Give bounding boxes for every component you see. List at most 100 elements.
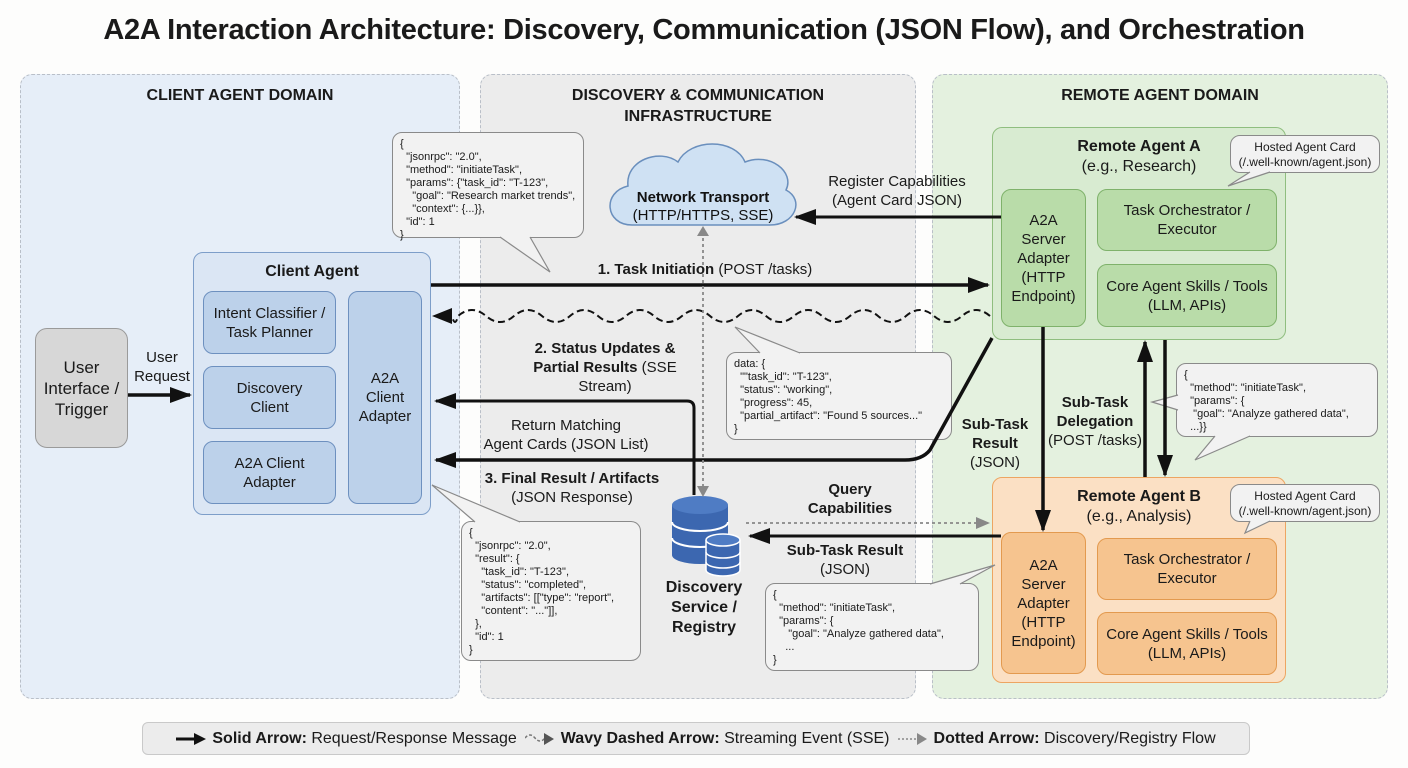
remote-b-skills-line1: Core Agent Skills / Tools — [1106, 625, 1268, 643]
remote-b-skills-line2: (LLM, APIs) — [1147, 644, 1227, 662]
user-interface-line3: Trigger — [54, 399, 109, 419]
final-result-label: 3. Final Result / Artifacts (JSON Respon… — [462, 469, 682, 507]
remote-b-adapter-line1: A2A — [1029, 556, 1058, 574]
remote-b-orchestrator[interactable]: Task Orchestrator / Executor — [1097, 538, 1277, 600]
delegation-line1: Sub-Task — [1061, 394, 1129, 411]
infra-domain-title-line2: INFRASTRUCTURE — [624, 108, 772, 125]
json-subtask-request-bubble: { "method": "initiateTask", "params": { … — [765, 583, 979, 671]
remote-a-card-line1: Hosted Agent Card — [1254, 140, 1356, 154]
subtask-side-line3: (JSON) — [970, 454, 1020, 471]
query-line1: Query — [828, 481, 872, 498]
register-capabilities-label: Register Capabilities (Agent Card JSON) — [812, 172, 982, 210]
query-capabilities-label: Query Capabilities — [780, 480, 920, 518]
status-line2-bold: Partial Results — [533, 359, 638, 376]
remote-agent-a-title-text: Remote Agent A — [1077, 138, 1201, 155]
a2a-client-adapter-small-line1: A2A Client — [234, 454, 305, 472]
a2a-client-adapter-line3: Adapter — [358, 408, 412, 425]
subtask-side-line2: Result — [972, 435, 1018, 452]
remote-b-skills[interactable]: Core Agent Skills / Tools (LLM, APIs) — [1097, 612, 1277, 675]
remote-a-agent-card-bubble: Hosted Agent Card (/.well-known/agent.js… — [1230, 135, 1380, 173]
delegation-line3: (POST /tasks) — [1048, 432, 1142, 449]
status-line2-rest: (SSE — [637, 359, 677, 376]
legend-solid-desc: Request/Response Message — [311, 729, 517, 747]
discovery-service-line3: Registry — [671, 619, 737, 636]
remote-a-adapter-line3: Adapter — [1017, 249, 1070, 267]
subtask-side-line1: Sub-Task — [961, 416, 1029, 433]
remote-a-orchestrator[interactable]: Task Orchestrator / Executor — [1097, 189, 1277, 251]
diagram-title: A2A Interaction Architecture: Discovery,… — [103, 14, 1305, 46]
subtask-result-bottom-rest: (JSON) — [820, 561, 870, 578]
subtask-result-bottom-label: Sub-Task Result (JSON) — [770, 541, 920, 579]
legend-dotted: Dotted Arrow: Discovery/Registry Flow — [897, 729, 1216, 748]
final-result-rest: (JSON Response) — [511, 489, 633, 506]
user-request-label: User Request — [132, 348, 192, 386]
wavy-arrow-icon — [524, 732, 554, 745]
remote-a-adapter-line1: A2A — [1029, 211, 1058, 229]
discovery-service-line2: Service / — [671, 599, 737, 616]
return-cards-line2: Agent Cards (JSON List) — [483, 436, 649, 453]
legend-solid: Solid Arrow: Request/Response Message — [176, 729, 517, 748]
remote-a-card-line2: (/.well-known/agent.json) — [1238, 155, 1372, 169]
legend-solid-label: Solid Arrow: — [212, 729, 307, 747]
delegation-line2: Delegation — [1056, 413, 1134, 430]
remote-b-adapter-line5: Endpoint) — [1011, 632, 1076, 650]
solid-arrow-icon — [176, 732, 207, 745]
subtask-delegation-label: Sub-Task Delegation (POST /tasks) — [1040, 393, 1150, 450]
user-interface-line1: User — [63, 357, 100, 377]
infra-domain-title: DISCOVERY & COMMUNICATION INFRASTRUCTURE — [481, 85, 915, 127]
status-line1: 2. Status Updates & — [534, 340, 676, 357]
intent-classifier-line1: Intent Classifier / — [213, 304, 326, 322]
intent-classifier-line2: Task Planner — [226, 323, 313, 341]
remote-b-agent-card-bubble: Hosted Agent Card (/.well-known/agent.js… — [1230, 484, 1380, 522]
remote-b-adapter-line4: (HTTP — [1021, 613, 1066, 631]
return-cards-line1: Return Matching — [510, 417, 622, 434]
remote-b-card-line2: (/.well-known/agent.json) — [1238, 504, 1372, 518]
remote-a-adapter-line4: (HTTP — [1021, 268, 1066, 286]
discovery-client-line2: Client — [250, 398, 289, 416]
subtask-result-side-label: Sub-Task Result (JSON) — [950, 415, 1040, 472]
legend-wavy-label: Wavy Dashed Arrow: — [560, 729, 720, 747]
remote-a-adapter-line5: Endpoint) — [1011, 287, 1076, 305]
json-delegation-request-bubble: { "method": "initiateTask", "params": { … — [1176, 363, 1378, 437]
remote-agent-a-subtitle: (e.g., Research) — [1081, 158, 1197, 175]
remote-b-adapter-line3: Adapter — [1017, 594, 1070, 612]
infra-domain-title-line1: DISCOVERY & COMMUNICATION — [571, 87, 825, 104]
json-sse-event-bubble: data: { ""task_id": "T-123", "status": "… — [726, 352, 952, 440]
remote-domain-title: REMOTE AGENT DOMAIN — [1061, 87, 1259, 104]
json-initiate-request-bubble: { "jsonrpc": "2.0", "method": "initiateT… — [392, 132, 584, 241]
a2a-client-adapter-small-box[interactable]: A2A Client Adapter — [203, 441, 336, 504]
task-initiation-label: 1. Task Initiation (POST /tasks) — [540, 260, 870, 279]
client-domain-title: CLIENT AGENT DOMAIN — [146, 87, 334, 104]
a2a-client-adapter-small-line2: Adapter — [243, 473, 296, 491]
remote-agent-b-subtitle: (e.g., Analysis) — [1086, 508, 1192, 525]
remote-a-adapter-line2: Server — [1021, 230, 1066, 248]
discovery-service-label: Discovery Service / Registry — [648, 578, 760, 638]
user-request-line1: User — [146, 349, 178, 366]
remote-a-server-adapter[interactable]: A2A Server Adapter (HTTP Endpoint) — [1001, 189, 1086, 327]
a2a-client-adapter-box[interactable]: A2A Client Adapter — [348, 291, 422, 504]
dotted-arrow-icon — [897, 732, 927, 745]
user-interface-box[interactable]: User Interface / Trigger — [35, 328, 128, 448]
return-agent-cards-label: Return Matching Agent Cards (JSON List) — [466, 416, 666, 454]
remote-b-orchestrator-line2: Executor — [1157, 570, 1217, 587]
legend-wavy-desc: Streaming Event (SSE) — [724, 729, 890, 747]
legend: Solid Arrow: Request/Response Message Wa… — [142, 722, 1250, 755]
legend-dotted-desc: Discovery/Registry Flow — [1044, 729, 1216, 747]
task-initiation-bold: 1. Task Initiation — [597, 261, 715, 278]
register-line1: Register Capabilities — [828, 173, 966, 190]
intent-classifier-box[interactable]: Intent Classifier / Task Planner — [203, 291, 336, 354]
remote-agent-a-title: Remote Agent A (e.g., Research) — [993, 137, 1285, 177]
remote-b-orchestrator-line1: Task Orchestrator / — [1123, 551, 1251, 568]
task-initiation-rest: (POST /tasks) — [714, 261, 813, 278]
user-interface-line2: Interface / — [43, 378, 120, 398]
legend-dotted-label: Dotted Arrow: — [933, 729, 1040, 747]
remote-a-skills[interactable]: Core Agent Skills / Tools (LLM, APIs) — [1097, 264, 1277, 327]
remote-b-server-adapter[interactable]: A2A Server Adapter (HTTP Endpoint) — [1001, 532, 1086, 674]
discovery-client-box[interactable]: Discovery Client — [203, 366, 336, 429]
legend-wavy: Wavy Dashed Arrow: Streaming Event (SSE) — [524, 729, 890, 748]
status-line3: Stream) — [578, 378, 632, 395]
register-line2: (Agent Card JSON) — [831, 192, 963, 209]
status-updates-label: 2. Status Updates & Partial Results (SSE… — [510, 339, 700, 396]
remote-b-adapter-line2: Server — [1021, 575, 1066, 593]
final-result-bold: 3. Final Result / Artifacts — [484, 470, 660, 487]
